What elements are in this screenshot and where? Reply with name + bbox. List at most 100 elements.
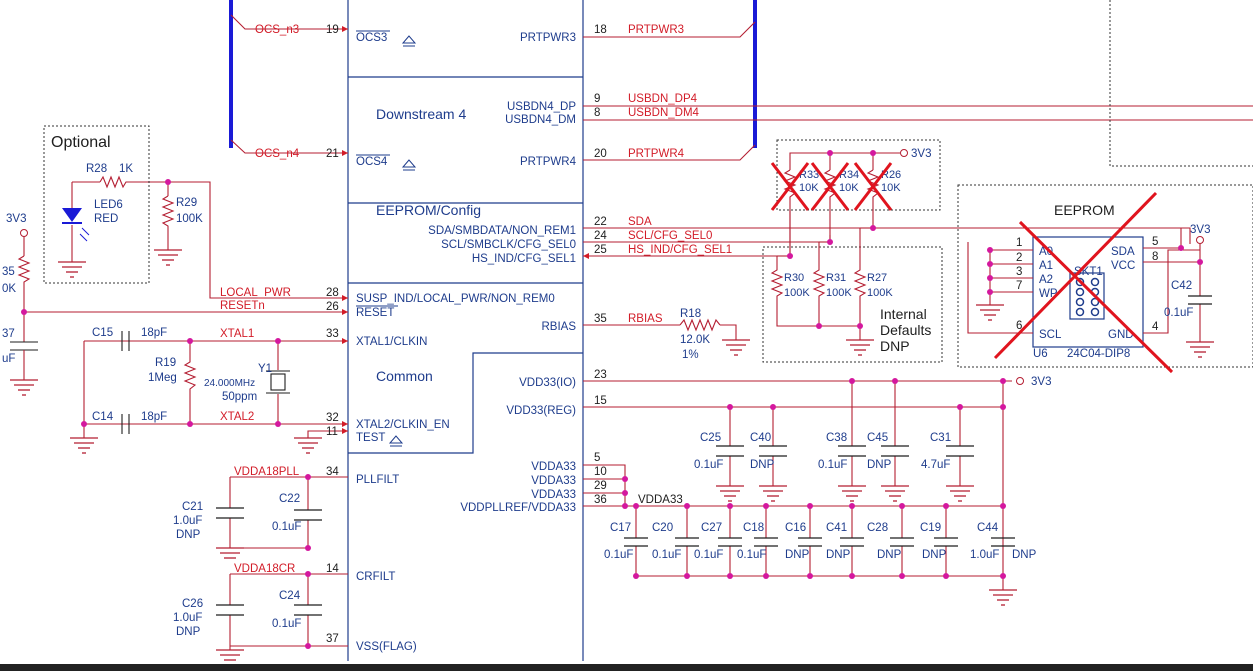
pin-num-14: 14 [326, 563, 339, 575]
net-resetn: RESETn [220, 300, 265, 312]
u6-pin1: 1 [1016, 237, 1022, 249]
c40-ref: C40 [750, 432, 771, 444]
c25-ref: C25 [700, 432, 721, 444]
optional-box [43, 125, 150, 284]
buses [229, 0, 757, 148]
pin-name-vdda33-a: VDDA33 [531, 461, 576, 473]
c14-ref: C14 [92, 411, 114, 423]
u6-part: 24C04-DIP8 [1067, 348, 1130, 360]
u6-a2: A2 [1039, 274, 1053, 286]
section-common: Common [376, 368, 433, 384]
r27-val: 100K [867, 287, 893, 299]
eeprom-dnp-cross [993, 191, 1174, 374]
net-ocs-n3: OCS_n3 [255, 24, 299, 36]
r34-val: 10K [839, 182, 859, 194]
r29-ref: R29 [176, 197, 197, 209]
c26-ref: C26 [182, 598, 203, 610]
c26-val: 1.0uF [173, 612, 202, 624]
r26-val: 10K [881, 182, 901, 194]
pin-name-usbdn4-dm: USBDN4_DM [505, 114, 576, 126]
left-r-val: 0K [2, 283, 16, 295]
svg-text:3V3: 3V3 [911, 148, 931, 160]
optional-title: Optional [51, 134, 111, 151]
pin-name-usbdn4-dp: USBDN4_DP [507, 101, 576, 113]
left-c-ref: 37 [2, 328, 15, 340]
c31-val: 4.7uF [921, 459, 950, 471]
u6-a0: A0 [1039, 246, 1053, 258]
r28-ref: R28 [86, 163, 107, 175]
net-prtpwr3: PRTPWR3 [628, 24, 684, 36]
left-arrows [342, 26, 348, 434]
net-ocs-n4: OCS_n4 [255, 148, 300, 160]
pin-name-vddpllref: VDDPLLREF/VDDA33 [460, 502, 576, 514]
internal-label: Internal [880, 306, 927, 322]
c17-val: 0.1uF [604, 549, 633, 561]
net-vdda18pll: VDDA18PLL [234, 466, 300, 478]
pin-name-hsind: HS_IND/CFG_SEL1 [472, 253, 576, 265]
r34-ref: R34 [839, 169, 859, 181]
r30-val: 100K [784, 287, 810, 299]
c27-val: 0.1uF [694, 549, 723, 561]
pin-num-15: 15 [594, 395, 607, 407]
r18-ref: R18 [680, 308, 701, 320]
net-scl: SCL/CFG_SEL0 [628, 230, 712, 242]
pin-num-33: 33 [326, 328, 339, 340]
pin-name-crfilt: CRFILT [356, 571, 395, 583]
pin-name-vdda33-b: VDDA33 [531, 475, 576, 487]
u6-vcc: VCC [1111, 260, 1135, 272]
c26-dnp: DNP [176, 626, 201, 638]
right-arrows [583, 253, 589, 259]
pin-num-19: 19 [326, 24, 339, 36]
pin-num-37: 37 [326, 633, 339, 645]
pin-num-22: 22 [594, 216, 607, 228]
pin-num-5: 5 [594, 452, 600, 464]
pin-name-test: TEST [356, 432, 385, 444]
c42-ref: C42 [1171, 280, 1192, 292]
pin-num-20: 20 [594, 148, 607, 160]
r31-val: 100K [826, 287, 852, 299]
pin-num-24: 24 [594, 230, 607, 242]
c28-val: DNP [877, 549, 902, 561]
net-xtal2: XTAL2 [220, 411, 254, 423]
pin-name-ocs3: OCS3 [356, 32, 387, 44]
open-terminal-3v3-left [20, 229, 28, 237]
led6-ref: LED6 [94, 199, 123, 211]
pin-num-32: 32 [326, 412, 339, 424]
left-r-ref: 35 [2, 266, 15, 278]
pin-name-rbias: RBIAS [541, 321, 576, 333]
defaults-label: Defaults [880, 322, 931, 338]
hub-ic [347, 0, 584, 661]
c38-ref: C38 [826, 432, 847, 444]
c15-val: 18pF [141, 327, 167, 339]
pin-num-10: 10 [594, 466, 607, 478]
defaults-box [762, 246, 943, 363]
r28-resistor [99, 175, 138, 189]
pin-name-susp: SUSP_IND/LOCAL_PWR/NON_REM0 [356, 293, 555, 305]
pin-num-21: 21 [326, 148, 339, 160]
pin-num-18: 18 [594, 24, 607, 36]
net-usbdn-dm4: USBDN_DM4 [628, 107, 700, 119]
c19-ref: C19 [920, 522, 941, 534]
u6-scl: SCL [1039, 329, 1062, 341]
net-hsind: HS_IND/CFG_SEL1 [628, 244, 732, 256]
u6-pin2: 2 [1016, 252, 1022, 264]
u6-sda: SDA [1111, 246, 1135, 258]
eeprom-title: EEPROM [1054, 202, 1115, 218]
u6-pin6: 6 [1016, 320, 1022, 332]
power-3v3-pullup: 3V3 [900, 148, 931, 160]
r27-ref: R27 [867, 272, 887, 284]
net-local-pwr: LOCAL_PWR [220, 287, 291, 299]
u6-pin3: 3 [1016, 266, 1022, 278]
dotted-frame [1109, 0, 1253, 167]
section-eeprom-config: EEPROM/Config [376, 202, 481, 218]
y1-ref: Y1 [258, 363, 272, 375]
skt1-socket [1069, 272, 1105, 320]
pin-name-vdd33reg: VDD33(REG) [506, 405, 576, 417]
power-3v3-eeprom: 3V3 [1190, 224, 1210, 244]
pin-name-prtpwr3: PRTPWR3 [520, 32, 576, 44]
pin-name-vdda33-c: VDDA33 [531, 489, 576, 501]
r28-val: 1K [119, 163, 133, 175]
open-drain-icon [388, 35, 417, 447]
c17-ref: C17 [610, 522, 631, 534]
c21-ref: C21 [182, 501, 203, 513]
